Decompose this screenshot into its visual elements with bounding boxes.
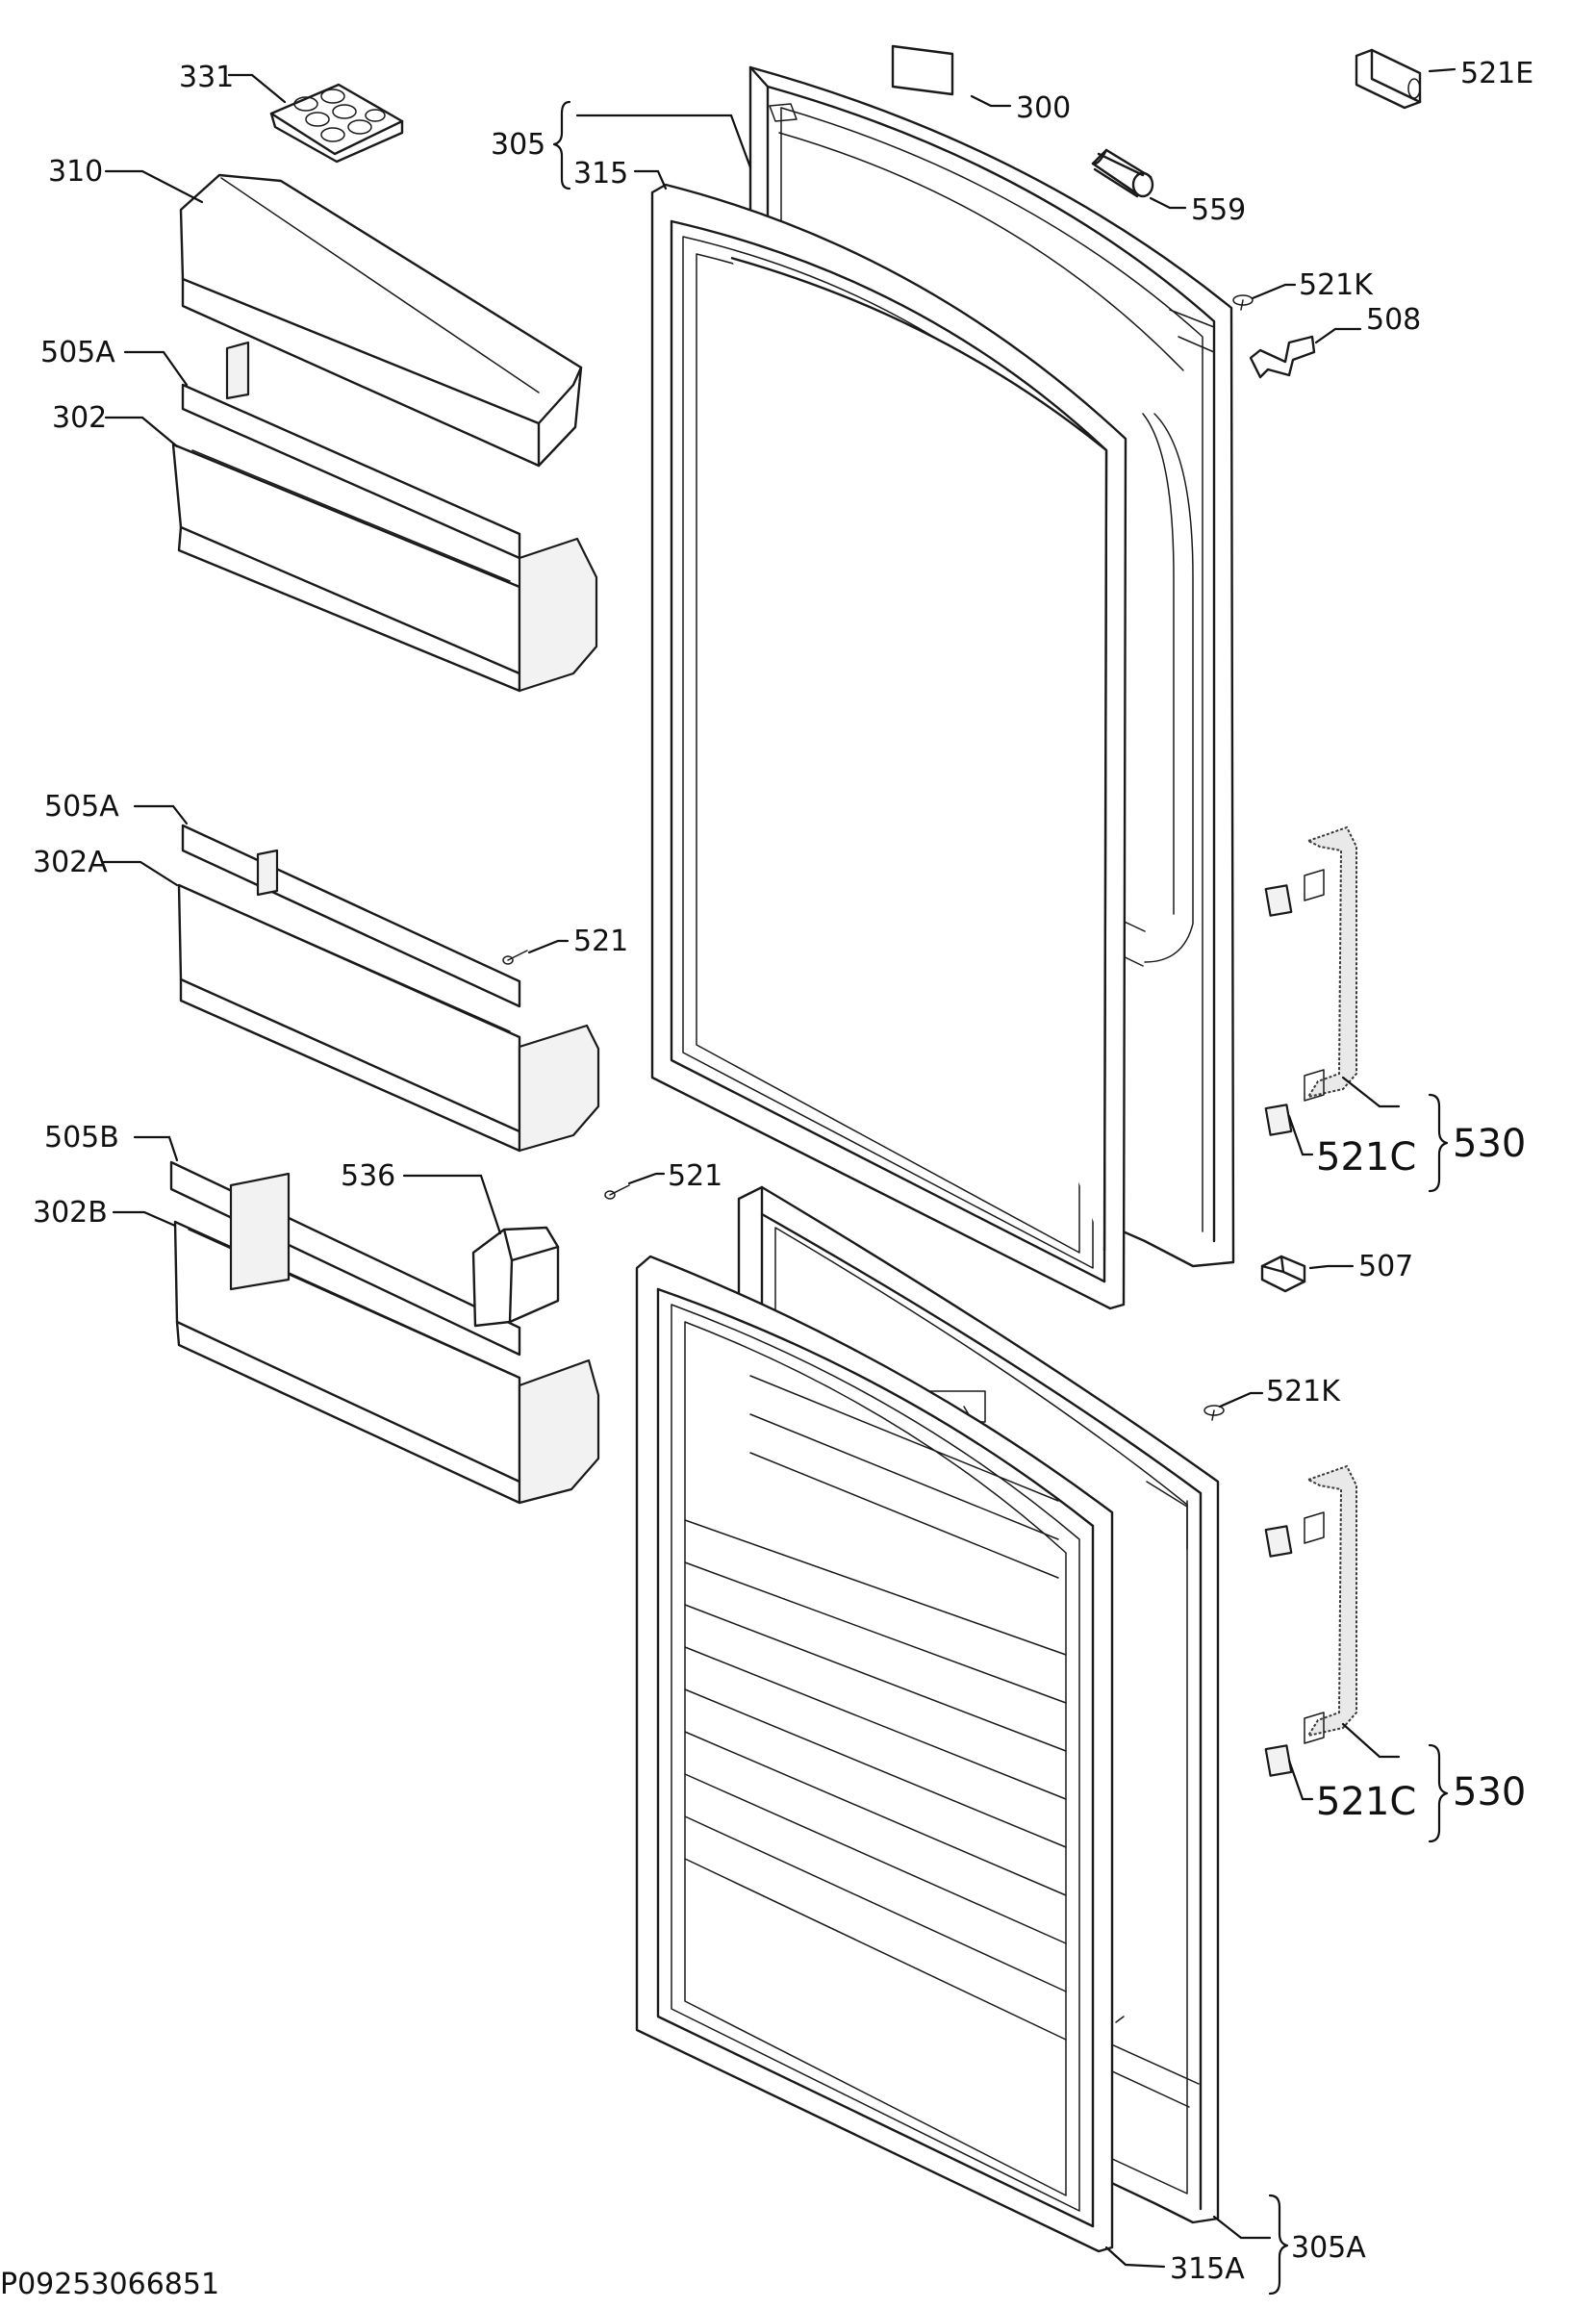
part-521E-cap [1355, 48, 1422, 110]
label-310: 310 [48, 155, 103, 189]
label-315: 315 [573, 157, 628, 190]
label-521E: 521E [1460, 57, 1533, 90]
label-300: 300 [1016, 91, 1071, 125]
part-530-handle-lower [1264, 1464, 1357, 1777]
leader-lines [102, 67, 1457, 2269]
label-521-upper: 521 [573, 925, 628, 958]
label-559: 559 [1191, 193, 1246, 227]
part-331-egg-tray [269, 83, 404, 164]
part-507-hinge-block [1260, 1255, 1306, 1293]
label-530-upper: 530 [1453, 1122, 1526, 1166]
label-536: 536 [341, 1159, 395, 1193]
part-508-hinge-pin [1249, 335, 1316, 379]
part-315-upper-gasket [650, 183, 1127, 1310]
label-507: 507 [1358, 1250, 1413, 1283]
part-536-bottle-stopper [471, 1226, 560, 1328]
part-521-screw-2 [604, 1184, 630, 1200]
label-521K-upper: 521K [1299, 268, 1374, 302]
label-505B: 505B [44, 1121, 119, 1154]
label-305: 305 [491, 128, 545, 162]
label-315A: 315A [1170, 2252, 1245, 2286]
label-302B: 302B [33, 1196, 108, 1230]
diagram-reference-code: P09253066851 [0, 2268, 219, 2301]
label-305A: 305A [1291, 2231, 1366, 2265]
part-315A-lower-gasket [635, 1255, 1114, 2253]
part-521K-screw-upper [1232, 294, 1254, 311]
part-521-screw-1 [502, 950, 528, 965]
label-521C-upper: 521C [1316, 1135, 1416, 1180]
label-505A-top: 505A [40, 336, 115, 369]
part-302B-door-balcony [169, 1160, 600, 1505]
label-331: 331 [179, 61, 234, 94]
part-521K-screw-lower [1203, 1405, 1225, 1421]
part-530-handle-upper [1264, 825, 1357, 1136]
part-302A-door-balcony [177, 824, 600, 1153]
part-302-door-balcony [171, 341, 598, 693]
label-521K-lower: 521K [1266, 1375, 1341, 1408]
label-302: 302 [52, 401, 107, 435]
label-521-lower: 521 [668, 1159, 722, 1193]
callout-labels: 331 310 505A 302 305 315 300 521E 559 52… [0, 57, 1533, 2301]
label-302A: 302A [33, 846, 108, 879]
part-300-label [891, 44, 954, 96]
part-310-dairy-lid [179, 173, 583, 468]
label-530-lower: 530 [1453, 1770, 1526, 1814]
part-559-cylinder [1091, 148, 1154, 198]
label-508: 508 [1366, 303, 1421, 337]
braces [552, 100, 1449, 2296]
label-505A-middle: 505A [44, 790, 119, 824]
label-521C-lower: 521C [1316, 1780, 1416, 1824]
